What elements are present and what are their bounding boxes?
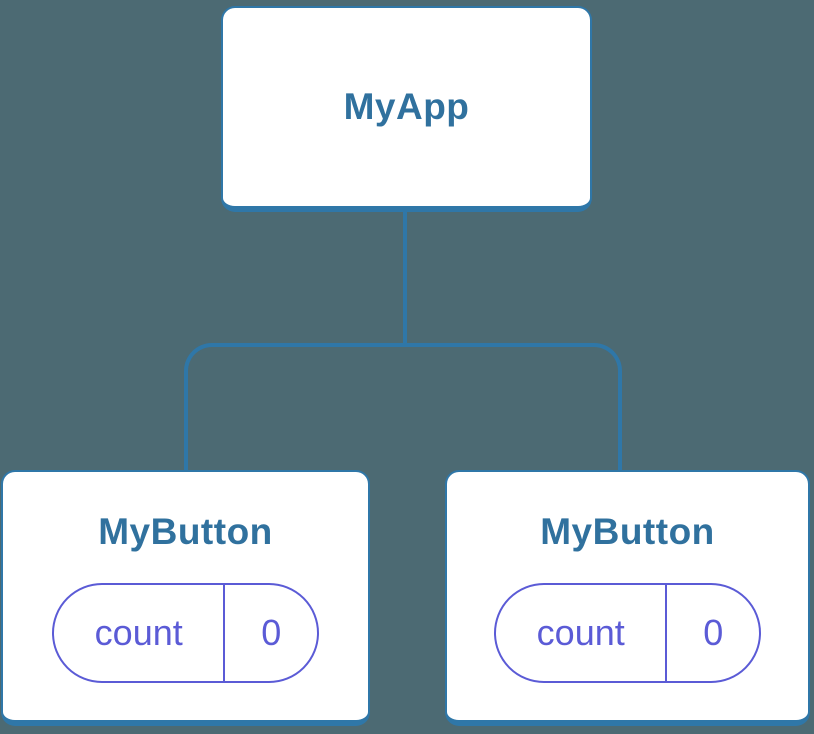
component-node-child-right: MyButton count 0 [445, 470, 810, 726]
state-key: count [94, 611, 183, 653]
state-pill: count 0 [494, 582, 761, 683]
node-title: MyButton [540, 511, 715, 552]
connector-stem [403, 210, 407, 346]
state-value: 0 [703, 611, 724, 653]
connector-branch [184, 343, 622, 470]
state-key: count [536, 611, 625, 653]
component-node-root: MyApp [221, 6, 592, 212]
component-node-child-left: MyButton count 0 [1, 470, 370, 726]
pill-divider [665, 584, 668, 681]
node-title: MyButton [98, 511, 273, 552]
pill-divider [223, 584, 226, 681]
node-title: MyApp [343, 85, 470, 127]
state-value: 0 [261, 611, 282, 653]
state-pill: count 0 [52, 582, 319, 683]
